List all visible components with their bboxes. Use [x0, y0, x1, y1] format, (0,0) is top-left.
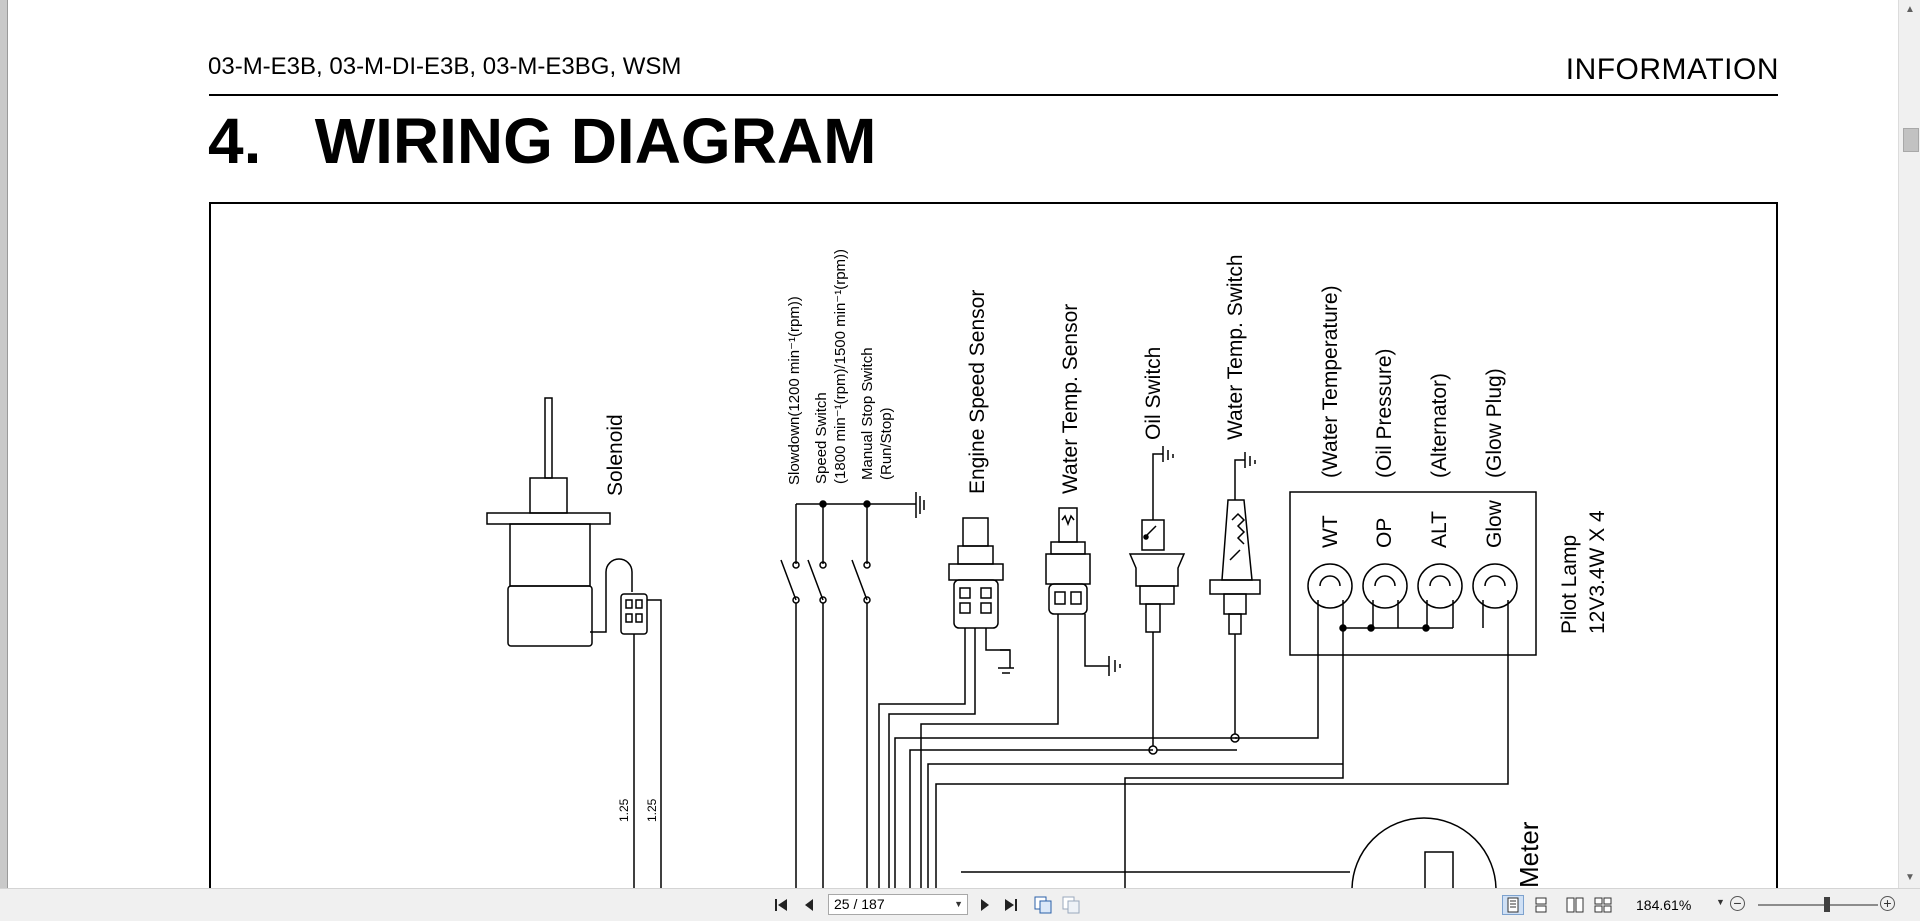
- page-indicator-text: 25 / 187: [834, 896, 885, 912]
- document-page: 03-M-E3B, 03-M-DI-E3B, 03-M-E3BG, WSM IN…: [8, 0, 1898, 888]
- page-copy-icon[interactable]: [1032, 895, 1054, 915]
- pilot-lamps: [935, 563, 1518, 888]
- lamp-label-alternator: (Alternator): [1428, 373, 1451, 478]
- chevron-down-icon[interactable]: ▼: [954, 899, 963, 909]
- pilot-lamp-box: [1289, 491, 1537, 656]
- harness-wires: [894, 737, 1350, 888]
- first-page-icon[interactable]: [770, 895, 792, 915]
- left-panel-edge: [0, 0, 8, 888]
- header-rule: [209, 94, 1778, 96]
- lamp-code-alt: ALT: [1428, 511, 1451, 548]
- page-paste-icon: [1060, 895, 1082, 915]
- speed-switch-detail-label: (1800 min⁻¹(rpm)/1500 min⁻¹(rpm)): [832, 249, 849, 484]
- lamp-label-water-temperature: (Water Temperature): [1319, 285, 1342, 478]
- section-title: 4. WIRING DIAGRAM: [208, 105, 877, 177]
- lamp-code-glow: Glow: [1483, 499, 1506, 548]
- zoom-slider-thumb[interactable]: [1824, 897, 1830, 912]
- document-viewer[interactable]: 03-M-E3B, 03-M-DI-E3B, 03-M-E3BG, WSM IN…: [0, 0, 1898, 888]
- zoom-level[interactable]: 184.61%: [1636, 897, 1692, 913]
- document-header-model: 03-M-E3B, 03-M-DI-E3B, 03-M-E3BG, WSM: [208, 53, 682, 80]
- manual-stop-switch-detail-label: (Run/Stop): [878, 407, 895, 480]
- speed-switches: [780, 492, 925, 888]
- water-temp-switch-label: Water Temp. Switch: [1224, 254, 1247, 440]
- pilot-lamp-label: Pilot Lamp: [1558, 535, 1581, 634]
- page-number-field[interactable]: 25 / 187 ▼: [828, 894, 968, 915]
- slowdown-switch-label: Slowdown(1200 min⁻¹(rpm)): [786, 296, 803, 485]
- wire-gauge-label: 1.25: [645, 798, 659, 822]
- zoom-out-icon[interactable]: −: [1730, 896, 1745, 911]
- diagram-frame: [209, 202, 1778, 888]
- water-temp-switch-symbol: [1209, 452, 1261, 743]
- scrollbar-thumb[interactable]: [1903, 128, 1919, 152]
- document-header-section: INFORMATION: [1565, 53, 1779, 86]
- oil-switch-label: Oil Switch: [1142, 347, 1165, 440]
- engine-speed-sensor-label: Engine Speed Sensor: [966, 290, 989, 494]
- lamp-code-op: OP: [1373, 518, 1396, 548]
- solenoid-label: Solenoid: [604, 414, 627, 496]
- engine-speed-sensor-symbol: [878, 517, 1014, 888]
- continuous-view-icon[interactable]: [1530, 895, 1552, 915]
- pilot-lamp-rating-label: 12V3.4W X 4: [1586, 510, 1609, 634]
- lamp-label-oil-pressure: (Oil Pressure): [1373, 348, 1396, 478]
- water-temp-sensor-symbol: [920, 507, 1121, 888]
- speed-switch-label: Speed Switch: [813, 392, 830, 484]
- meter-label: Meter: [1514, 821, 1544, 888]
- prev-page-icon[interactable]: [798, 895, 820, 915]
- next-page-icon[interactable]: [974, 895, 996, 915]
- lamp-code-wt: WT: [1319, 515, 1342, 548]
- scroll-up-icon[interactable]: ▲: [1905, 4, 1915, 15]
- vertical-scrollbar[interactable]: ▲ ▼: [1898, 0, 1920, 888]
- bottom-toolbar: 25 / 187 ▼ 184.61% ▼ − +: [0, 888, 1920, 921]
- chevron-down-icon[interactable]: ▼: [1716, 897, 1725, 907]
- scroll-down-icon[interactable]: ▼: [1905, 872, 1915, 883]
- oil-switch-symbol: [1128, 446, 1237, 755]
- two-page-view-icon[interactable]: [1564, 895, 1586, 915]
- zoom-in-icon[interactable]: +: [1880, 896, 1895, 911]
- lamp-label-glow-plug: (Glow Plug): [1483, 368, 1506, 478]
- solenoid-symbol: [486, 397, 662, 888]
- single-page-view-icon[interactable]: [1502, 895, 1524, 915]
- manual-stop-switch-label: Manual Stop Switch: [859, 347, 876, 480]
- wiring-diagram: Solenoid 1.25 1.25 Slowdown(1200 min⁻¹(r…: [209, 202, 1778, 888]
- meter-symbol: [1351, 817, 1497, 888]
- two-page-continuous-icon[interactable]: [1592, 895, 1614, 915]
- wire-gauge-label: 1.25: [617, 798, 631, 822]
- zoom-slider[interactable]: [1758, 904, 1878, 906]
- water-temp-sensor-label: Water Temp. Sensor: [1059, 304, 1082, 494]
- last-page-icon[interactable]: [1000, 895, 1022, 915]
